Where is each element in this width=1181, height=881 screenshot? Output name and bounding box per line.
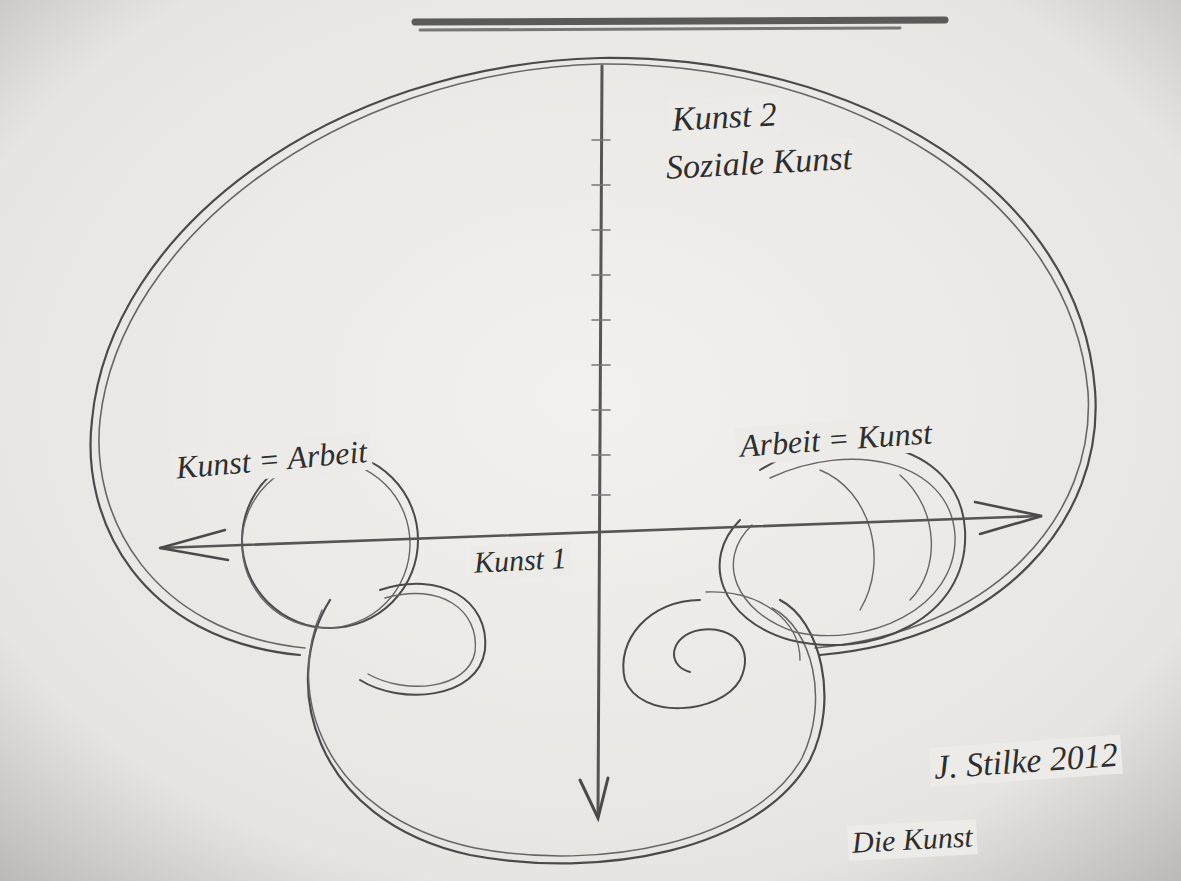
axis-label: Kunst 2 bbox=[667, 94, 782, 139]
title-note: Die Kunst bbox=[847, 819, 977, 860]
axis-label: Kunst 1 bbox=[469, 541, 571, 581]
sketch-lines bbox=[91, 20, 1096, 863]
